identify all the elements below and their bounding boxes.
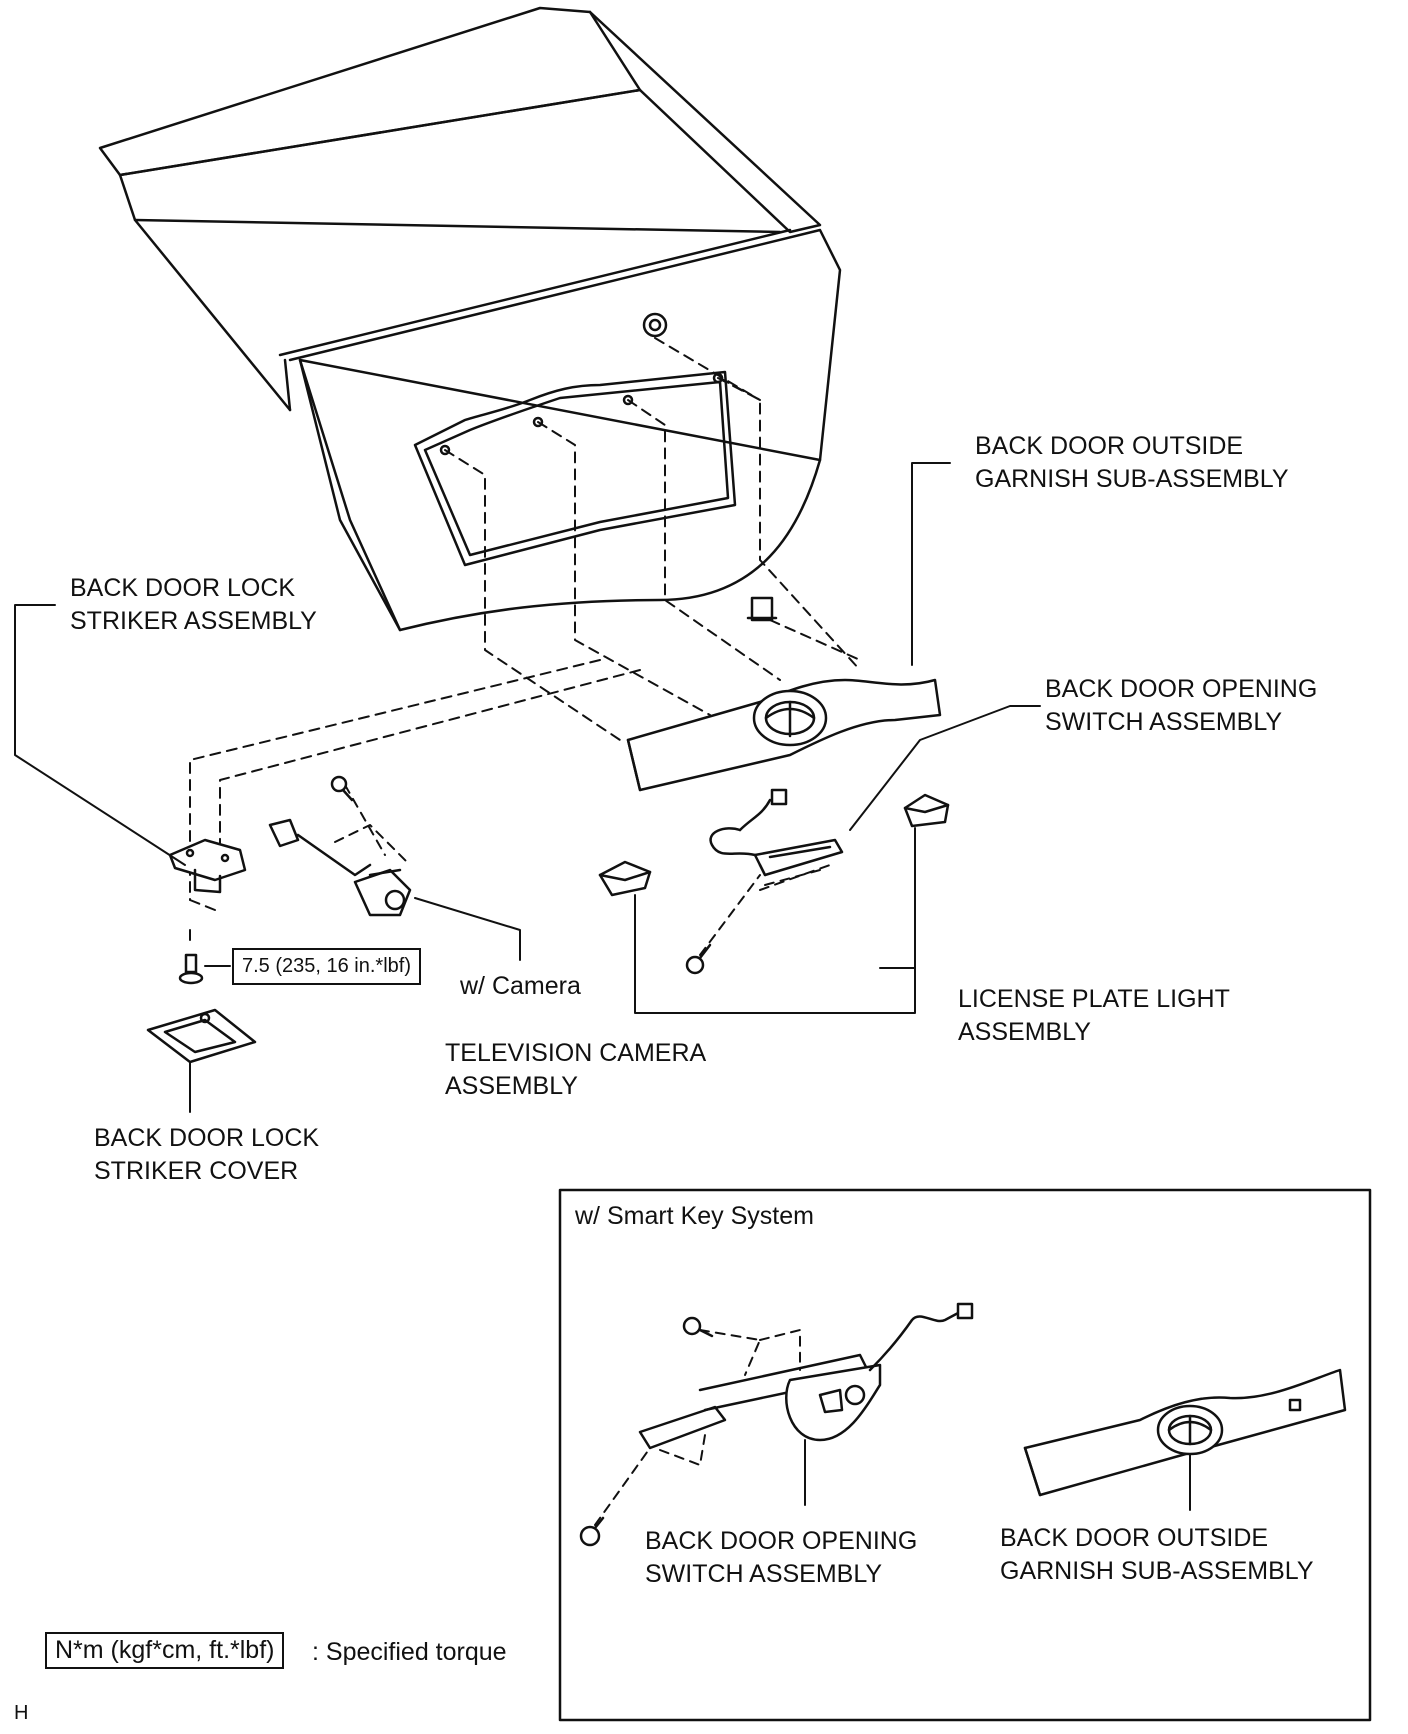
- screw-icon: [685, 943, 712, 975]
- switch-dashed-lines: [699, 864, 831, 956]
- torque-legend-text: : Specified torque: [312, 1638, 507, 1666]
- television-camera-part: [268, 818, 412, 917]
- striker-cover-part: [146, 1008, 257, 1064]
- inset-frame: [558, 1188, 1372, 1722]
- alignment-lines-garnish: [444, 337, 861, 741]
- label-license-plate-light: LICENSE PLATE LIGHT ASSEMBLY: [958, 985, 1230, 1046]
- inset-outside-garnish-part: [1023, 1368, 1347, 1497]
- inset-label-opening-switch: BACK DOOR OPENING SWITCH ASSEMBLY: [645, 1527, 918, 1588]
- back-door-panel: [98, 6, 842, 632]
- opening-switch-part: [709, 788, 844, 877]
- camera-dashed-lines: [334, 784, 411, 866]
- label-opening-switch: BACK DOOR OPENING SWITCH ASSEMBLY: [1045, 675, 1318, 736]
- torque-value-box: 7.5 (235, 16 in.*lbf): [232, 948, 421, 985]
- screw-icon: [682, 1316, 714, 1338]
- inset-dashed-lines: [594, 1329, 801, 1526]
- torque-legend-unit: N*m (kgf*cm, ft.*lbf): [45, 1632, 285, 1669]
- alignment-lines-striker: [189, 659, 641, 946]
- leader-lines: [14, 462, 1041, 1113]
- inset-leader-lines: [804, 1439, 1191, 1511]
- inset-title: w/ Smart Key System: [575, 1202, 814, 1230]
- inset-opening-switch-part: [638, 1302, 974, 1450]
- license-light-right-part: [903, 793, 950, 828]
- label-striker-cover: BACK DOOR LOCK STRIKER COVER: [94, 1124, 320, 1185]
- inset-label-outside-garnish: BACK DOOR OUTSIDE GARNISH SUB-ASSEMBLY: [1000, 1524, 1314, 1585]
- label-camera-condition: w/ Camera: [460, 972, 581, 1000]
- lock-striker-part: [168, 838, 247, 894]
- label-lock-striker: BACK DOOR LOCK STRIKER ASSEMBLY: [70, 574, 317, 635]
- torx-bolt-icon: [178, 953, 204, 985]
- screw-icon: [330, 775, 354, 802]
- outside-garnish-part: [626, 678, 942, 792]
- license-light-left-part: [598, 860, 652, 897]
- garnish-clip: [746, 596, 778, 622]
- label-outside-garnish: BACK DOOR OUTSIDE GARNISH SUB-ASSEMBLY: [975, 432, 1289, 493]
- label-television-camera: TELEVISION CAMERA ASSEMBLY: [445, 1039, 707, 1100]
- screw-icon: [579, 1516, 605, 1547]
- footer-code: H: [14, 1702, 29, 1724]
